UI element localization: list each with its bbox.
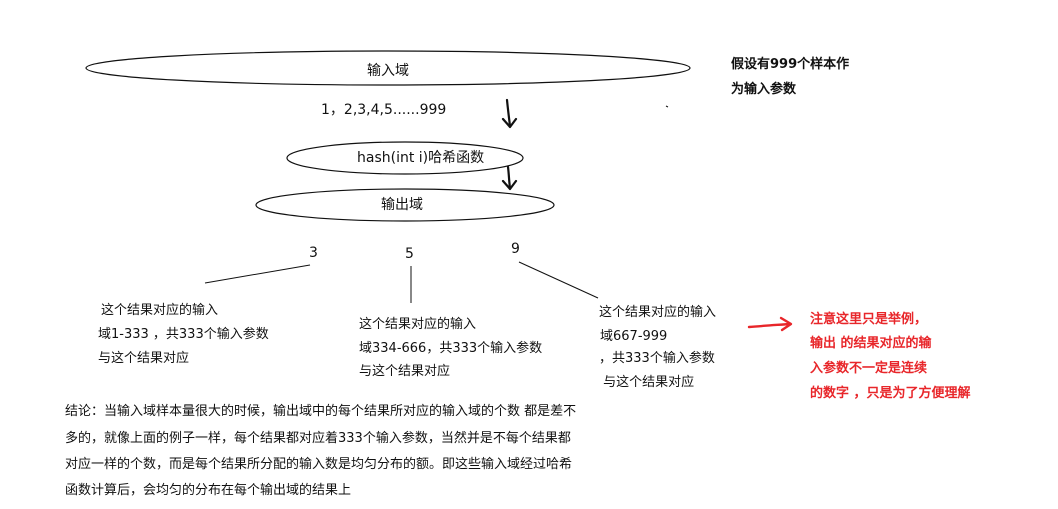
connector-line-result-3 <box>204 264 311 284</box>
result-value-3: 3 <box>309 245 318 261</box>
result-3-desc-line-4: 与这个结果对应 <box>599 375 695 390</box>
result-2-desc-line-2: 域334-666，共333个输入参数 <box>359 341 543 356</box>
stray-mark <box>665 105 669 108</box>
hash-function-label: hash(int i)哈希函数 <box>357 150 485 166</box>
conclusion-line-4: 函数计算后，会均匀的分布在每个输出域的结果上 <box>65 483 352 498</box>
assumption-line-1: 假设有999个样本作 <box>731 57 850 72</box>
result-2-desc-line-1: 这个结果对应的输入 <box>359 317 477 332</box>
connector-line-result-9 <box>518 261 599 299</box>
result-1-desc-line-1: 这个结果对应的输入 <box>101 303 219 318</box>
arrow-down-icon <box>501 98 518 129</box>
result-3-desc-line-2: 域667-999 <box>600 329 668 344</box>
output-domain-ellipse <box>255 188 555 222</box>
conclusion-line-3: 对应一样的个数，而是每个结果所分配的输入数是均匀分布的额。即这些输入域经过哈希 <box>65 457 573 472</box>
conclusion-line-1: 结论：当输入域样本量很大的时候，输出域中的每个结果所对应的输入域的个数 都是差不 <box>65 404 577 419</box>
input-domain-label: 输入域 <box>367 63 409 79</box>
note-line-1: 注意这里只是举例， <box>810 312 928 327</box>
result-value-9: 9 <box>511 241 520 257</box>
result-3-desc-line-3: ，共333个输入参数 <box>599 351 715 366</box>
output-domain-label: 输出域 <box>381 197 423 213</box>
arrow-down-icon <box>501 165 518 191</box>
note-line-4: 的数字 ，只是为了方便理解 <box>810 386 971 401</box>
result-3-desc-line-1: 这个结果对应的输入 <box>599 305 717 320</box>
result-2-desc-line-3: 与这个结果对应 <box>359 364 451 379</box>
result-value-5: 5 <box>405 246 414 262</box>
hash-function-ellipse <box>286 141 524 175</box>
input-range-text: 1，2,3,4,5......999 <box>321 102 447 118</box>
assumption-line-2: 为输入参数 <box>731 82 797 97</box>
red-arrow-icon <box>747 316 793 332</box>
conclusion-line-2: 多的，就像上面的例子一样，每个结果都对应着333个输入参数，当然并是不每个结果都 <box>65 431 571 446</box>
result-1-desc-line-3: 与这个结果对应 <box>98 351 190 366</box>
input-domain-ellipse <box>85 50 691 86</box>
result-1-desc-line-2: 域1-333 ，共333个输入参数 <box>98 327 269 342</box>
note-line-3: 入参数不一定是连续 <box>810 361 928 376</box>
note-line-2: 输出 的结果对应的输 <box>810 336 932 351</box>
